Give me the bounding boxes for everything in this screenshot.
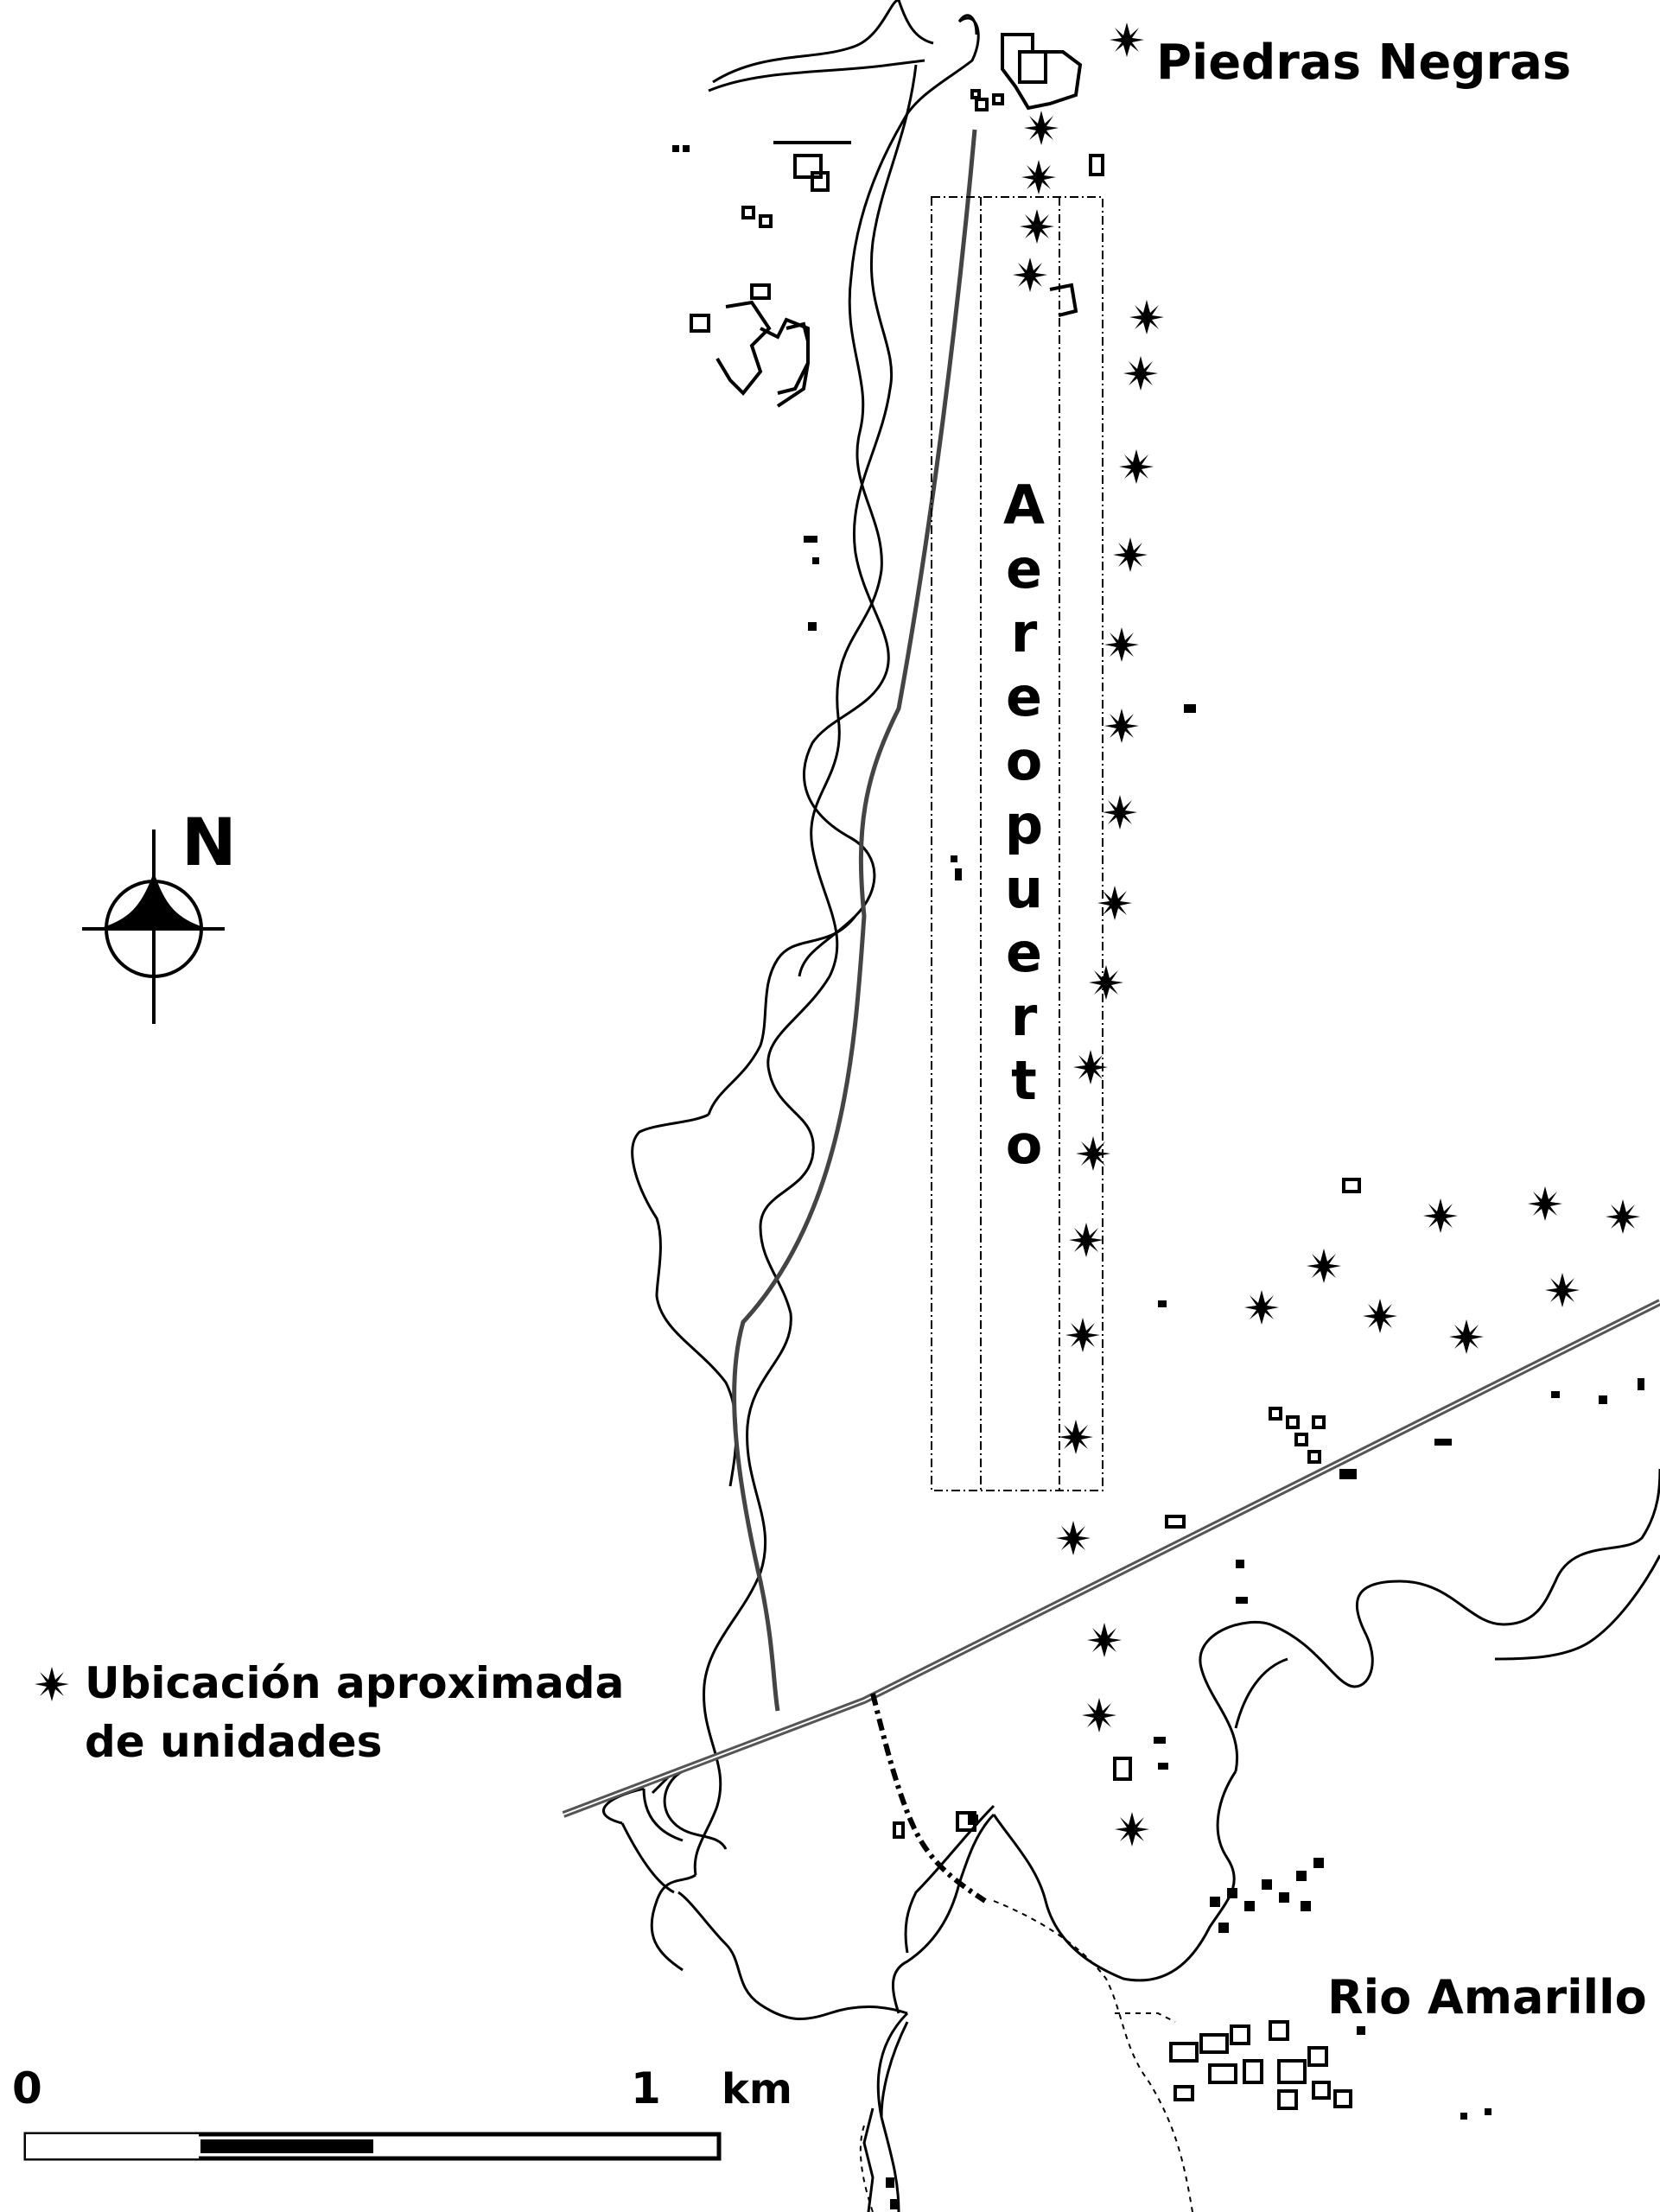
scale-bar: [23, 2132, 722, 2161]
airport-letter: e: [1005, 665, 1043, 728]
airport-letter: r: [1010, 601, 1038, 664]
scale-end-label: 1: [631, 2063, 661, 2113]
trail-dashed: [859, 1900, 1193, 2212]
airport-letter: e: [1005, 921, 1043, 984]
airport-letter: e: [1005, 537, 1043, 601]
scale-start-label: 0: [12, 2063, 42, 2113]
airport-letter: p: [1004, 793, 1044, 856]
asterisk-star-icon: [35, 1666, 69, 1701]
airport-letter: u: [1004, 857, 1044, 920]
airport-letter: o: [1005, 1113, 1043, 1176]
highway: [562, 1299, 1660, 1818]
road-west: [732, 129, 977, 1712]
unit-markers: [1013, 22, 1640, 1847]
airport-letter: o: [1005, 729, 1043, 792]
site-label-rio-amarillo: Rio Amarillo: [1327, 1970, 1647, 2024]
legend: Ubicación aproximada de unidades: [26, 1655, 624, 1771]
legend-line-1: Ubicación aproximada: [85, 1658, 625, 1708]
river-banks: [602, 0, 1660, 2212]
north-arrow-icon: [82, 830, 225, 1024]
airport-label: AereopuertoAereopuerto: [998, 474, 1050, 1177]
site-dots: [672, 145, 1644, 2209]
trail-dashdot: [870, 1693, 987, 1904]
north-label: N: [181, 804, 237, 880]
site-structures: [690, 33, 1361, 2110]
legend-line-2: de unidades: [85, 1716, 383, 1767]
airport-letter: r: [1010, 985, 1038, 1048]
scale-unit-label: km: [722, 2065, 792, 2113]
airport-letter: t: [1011, 1049, 1037, 1112]
site-label-piedras-negras: Piedras Negras: [1156, 35, 1572, 91]
runway: [931, 196, 1103, 1491]
airport-letter: A: [1003, 474, 1045, 537]
